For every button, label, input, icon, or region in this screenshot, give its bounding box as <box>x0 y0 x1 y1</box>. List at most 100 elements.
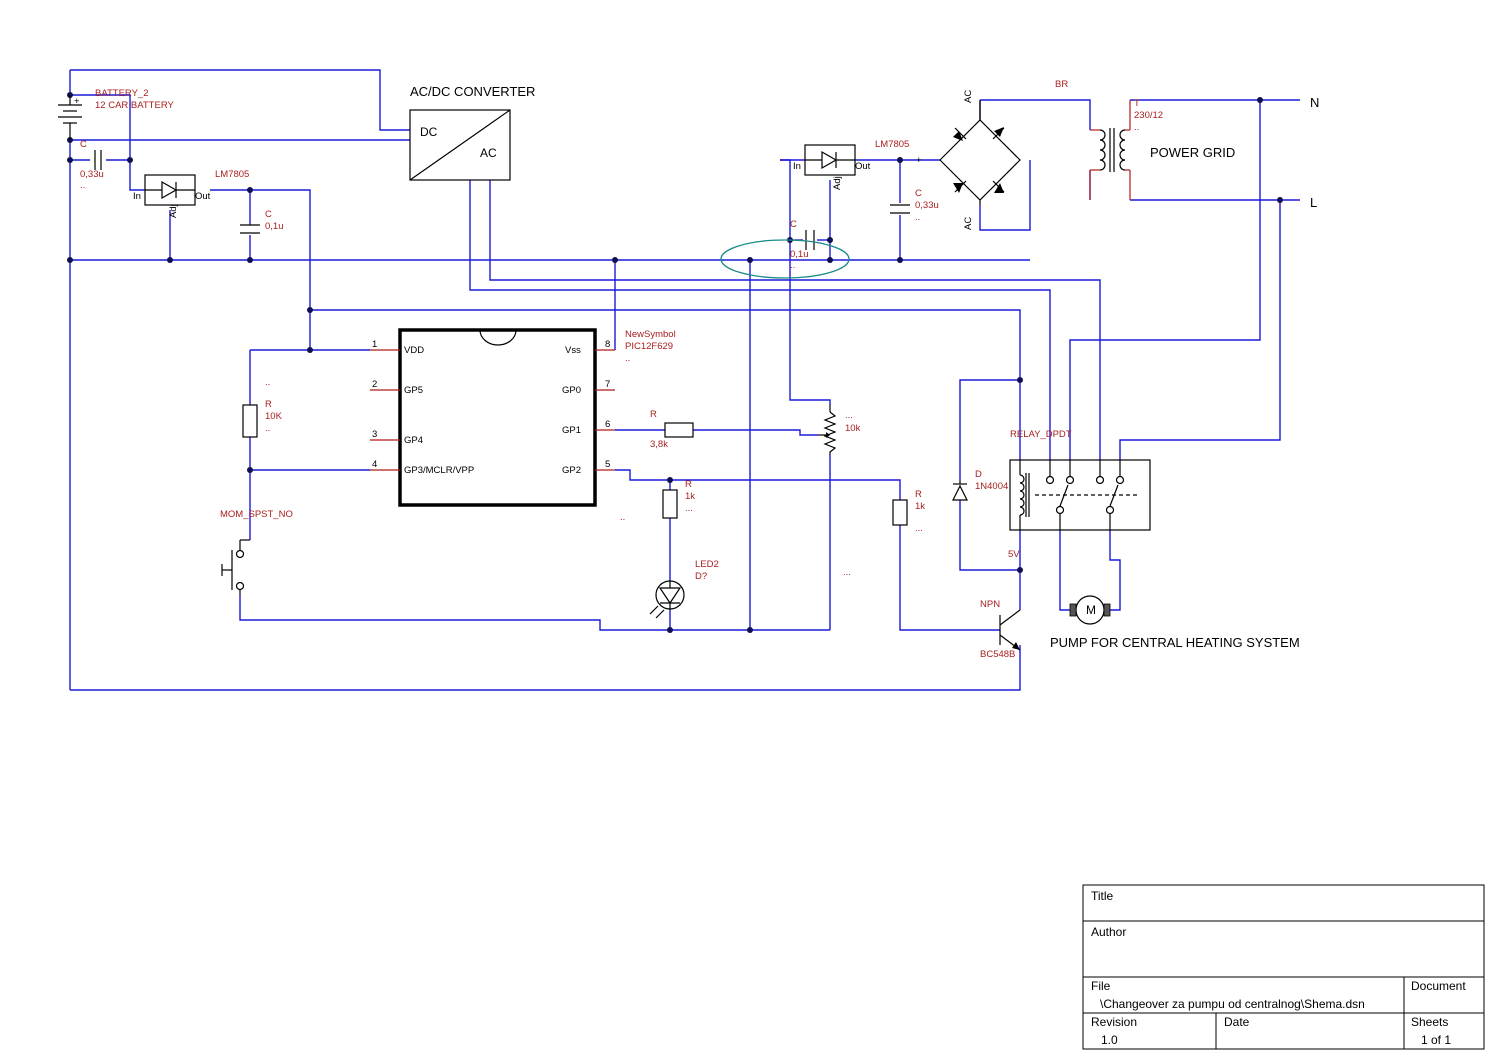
mcu-ref: NewSymbol <box>625 329 676 340</box>
mcu-pin-1-num: 1 <box>372 339 377 350</box>
transformer <box>1089 100 1131 200</box>
mcu-pin-5-num: 5 <box>605 459 610 470</box>
tb-date-label: Date <box>1224 1015 1250 1029</box>
tb-title-label: Title <box>1091 889 1114 903</box>
c1-value: 0,33u <box>80 169 104 180</box>
r1-extra-top: .. <box>265 377 270 388</box>
bridge-plus: + <box>916 155 922 166</box>
c4-value: 0,1u <box>790 249 809 260</box>
c3-extra: .. <box>915 212 920 223</box>
junction-dots <box>67 92 1283 633</box>
switch-ref: MOM_SPST_NO <box>220 509 293 520</box>
flyback-diode <box>952 480 968 501</box>
tb-sheets-value: 1 of 1 <box>1421 1033 1451 1047</box>
resistor-r1 <box>242 404 258 438</box>
mcu-value: PIC12F629 <box>625 341 673 352</box>
r4-ref: R <box>915 489 922 500</box>
reg2-in: In <box>793 161 801 172</box>
capacitor-c1 <box>94 150 102 170</box>
converter-title: AC/DC CONVERTER <box>410 84 535 99</box>
c2-ref: C <box>265 209 272 220</box>
relay-ref: RELAY_DPDT <box>1010 429 1072 440</box>
wires <box>69 69 1300 691</box>
misc-dots-1: .. <box>620 512 625 523</box>
mcu-pin-6-name: GP1 <box>562 425 581 436</box>
mcu-pin-2-name: GP5 <box>404 385 423 396</box>
led-value: D? <box>695 571 707 582</box>
bridge-ref: BR <box>1055 79 1068 90</box>
bridge-rectifier <box>939 100 1021 205</box>
mcu-pin-3-num: 3 <box>372 429 377 440</box>
relay-coil-voltage: 5V <box>1008 549 1020 560</box>
momentary-switch <box>221 539 250 595</box>
r2-ref: R <box>650 409 657 420</box>
mcu-pin-7-name: GP0 <box>562 385 581 396</box>
r3-extra: ... <box>685 503 693 514</box>
mcu-pin-8-name: Vss <box>565 345 581 356</box>
mcu-extra: .. <box>625 353 630 364</box>
tb-revision-label: Revision <box>1091 1015 1137 1029</box>
npn-transistor <box>999 609 1021 651</box>
power-grid-label: POWER GRID <box>1150 145 1235 160</box>
tb-file-label: File <box>1091 979 1111 993</box>
mcu-pin-7-num: 7 <box>605 379 610 390</box>
highlight-ellipse <box>720 239 850 279</box>
resistor-r3 <box>662 489 678 519</box>
npn-value: BC548B <box>980 649 1015 660</box>
title-block <box>1082 884 1485 1050</box>
bridge-ac-bottom: AC <box>963 217 974 230</box>
transformer-ref: T <box>1134 98 1140 109</box>
converter-ac: AC <box>480 146 497 160</box>
tb-revision-value: 1.0 <box>1101 1033 1118 1047</box>
neutral-label: N <box>1310 95 1319 110</box>
pot-value: 10k <box>845 423 861 434</box>
potentiometer <box>818 405 837 455</box>
pump-motor <box>1069 595 1111 625</box>
c4-extra: .. <box>790 260 795 271</box>
r2-value: 3,8k <box>650 439 668 450</box>
pot-extra: ... <box>845 410 853 421</box>
c1-extra: .. <box>80 180 85 191</box>
r4-extra: ... <box>915 523 923 534</box>
r1-ref: R <box>265 399 272 410</box>
resistor-r4 <box>892 499 908 526</box>
c3-ref: C <box>915 188 922 199</box>
led-ref: LED2 <box>695 559 719 570</box>
mcu-pin-8-num: 8 <box>605 339 610 350</box>
pump-label: PUMP FOR CENTRAL HEATING SYSTEM <box>1050 635 1300 650</box>
tb-file-value: \Changeover za pumpu od centralnog\Shema… <box>1100 997 1365 1011</box>
npn-ref: NPN <box>980 599 1000 610</box>
reg1-in: In <box>133 191 141 202</box>
battery-symbol: + <box>58 95 82 140</box>
regulator-2 <box>804 144 856 176</box>
pic-microcontroller <box>370 328 615 507</box>
tb-sheets-label: Sheets <box>1411 1015 1448 1029</box>
regulator-1 <box>144 174 196 206</box>
live-label: L <box>1310 195 1317 210</box>
mcu-pin-2-num: 2 <box>372 379 377 390</box>
converter-dc: DC <box>420 125 438 139</box>
c3-value: 0,33u <box>915 200 939 211</box>
diode-ref: D <box>975 469 982 480</box>
c4-ref: C <box>790 219 797 230</box>
transformer-value: 230/12 <box>1134 110 1163 121</box>
battery-ref: BATTERY_2 <box>95 88 149 99</box>
reg1-name: LM7805 <box>215 169 249 180</box>
resistor-r2 <box>664 422 694 438</box>
svg-text:+: + <box>74 96 80 107</box>
mcu-pin-5-name: GP2 <box>562 465 581 476</box>
r4-value: 1k <box>915 501 925 512</box>
bridge-ac-top: AC <box>963 90 974 103</box>
tb-author-label: Author <box>1091 925 1126 939</box>
mcu-pin-6-num: 6 <box>605 419 610 430</box>
c2-value: 0,1u <box>265 221 284 232</box>
transformer-extra: .. <box>1134 122 1139 133</box>
led-symbol <box>649 580 685 619</box>
acdc-converter <box>409 109 511 181</box>
capacitor-c3 <box>890 204 910 214</box>
r1-extra-bot: .. <box>265 423 270 434</box>
mcu-pin-3-name: GP4 <box>404 435 423 446</box>
mcu-pin-4-name: GP3/MCLR/VPP <box>404 465 474 476</box>
diode-value: 1N4004 <box>975 481 1008 492</box>
